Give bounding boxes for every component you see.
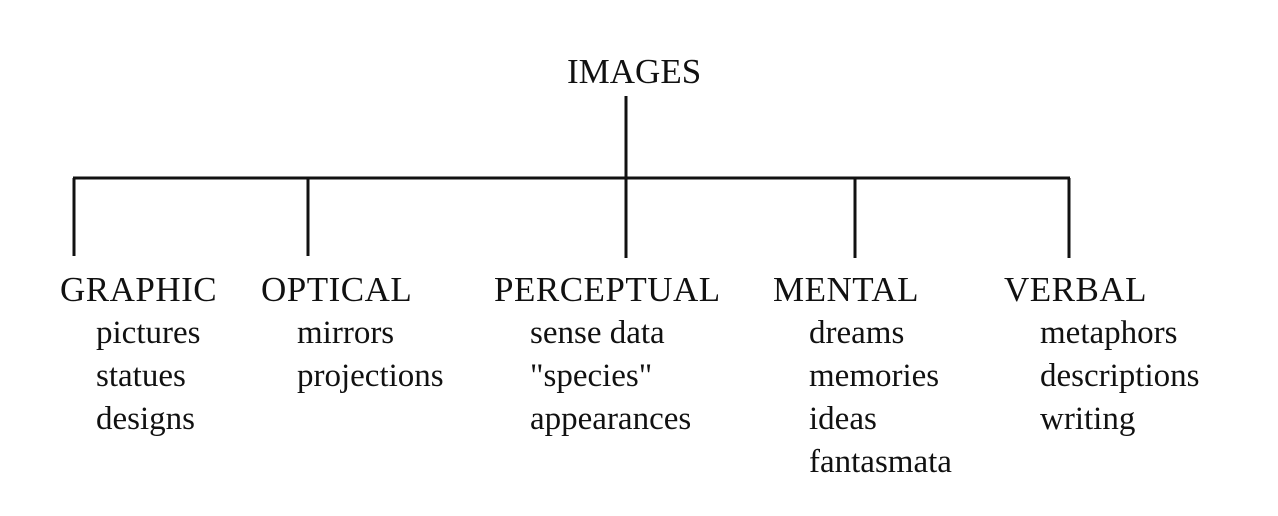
list-item: projections (297, 358, 444, 394)
category-title: VERBAL (1004, 270, 1147, 309)
category-items: mirrors projections (261, 312, 444, 398)
list-item: mirrors (297, 315, 395, 351)
category-perceptual: PERCEPTUAL sense data "species" appearan… (494, 270, 721, 441)
category-items: dreams memories ideas fantasmata (773, 312, 952, 484)
category-title: MENTAL (773, 270, 920, 309)
category-items: sense data "species" appearances (494, 312, 721, 441)
list-item: statues (96, 358, 186, 394)
list-item: sense data (530, 315, 665, 351)
category-mental: MENTAL dreams memories ideas fantasmata (773, 270, 952, 484)
category-items: metaphors descriptions writing (1004, 312, 1199, 441)
list-item: designs (96, 401, 195, 437)
list-item: fantasmata (809, 444, 952, 480)
category-verbal: VERBAL metaphors descriptions writing (1004, 270, 1199, 441)
root-node-label: IMAGES (567, 52, 702, 91)
list-item: "species" (530, 358, 653, 394)
category-title: OPTICAL (261, 270, 413, 309)
list-item: pictures (96, 315, 201, 351)
list-item: memories (809, 358, 940, 394)
category-title: PERCEPTUAL (494, 270, 721, 309)
category-items: pictures statues designs (60, 312, 217, 441)
list-item: descriptions (1040, 358, 1200, 394)
category-graphic: GRAPHIC pictures statues designs (60, 270, 217, 441)
list-item: writing (1040, 401, 1136, 437)
list-item: dreams (809, 315, 905, 351)
list-item: metaphors (1040, 315, 1178, 351)
category-title: GRAPHIC (60, 270, 218, 309)
list-item: ideas (809, 401, 877, 437)
category-optical: OPTICAL mirrors projections (261, 270, 444, 398)
list-item: appearances (530, 401, 692, 437)
